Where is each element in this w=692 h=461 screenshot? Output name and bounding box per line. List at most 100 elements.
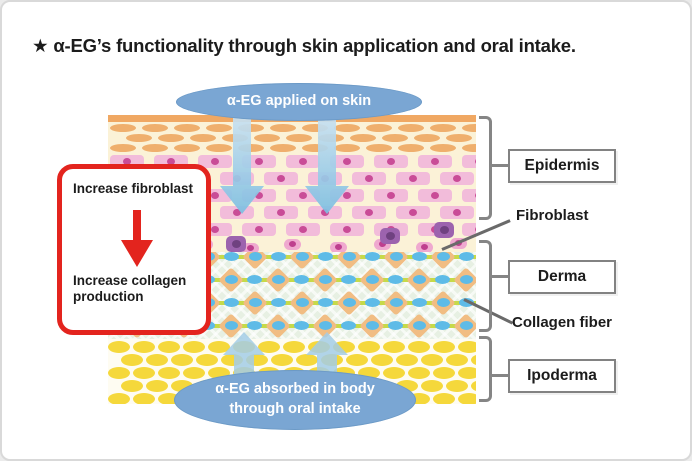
cell-nucleus	[211, 158, 219, 165]
fibroblast-nucleus	[389, 252, 403, 262]
corneum-cell	[174, 124, 200, 132]
oral-absorption-arrow-up	[223, 332, 265, 392]
corneum-cell	[398, 124, 424, 132]
fat-cell	[471, 380, 476, 392]
fat-cell	[196, 354, 218, 366]
fat-cell	[121, 380, 143, 392]
cell-on-fiber	[388, 275, 403, 285]
corneum-cell	[158, 134, 184, 142]
corneum-cell	[462, 144, 476, 152]
skin-application-arrow-down	[220, 114, 264, 214]
cell-nucleus	[475, 158, 476, 165]
cell-nucleus	[475, 226, 476, 233]
corneum-cell	[302, 124, 328, 132]
ipoderma-bracket-connector	[491, 374, 509, 377]
fat-cell	[146, 380, 168, 392]
cell-nucleus	[299, 192, 307, 199]
process-step-increase-fibroblast: Increase fibroblast	[73, 181, 194, 196]
corneum-cell	[174, 144, 200, 152]
corneum-cell	[126, 134, 152, 142]
cell-nucleus	[123, 158, 131, 165]
fibroblast-nucleus	[459, 275, 473, 285]
corneum-cell	[110, 124, 136, 132]
fat-cell	[396, 354, 418, 366]
fat-cell	[208, 341, 230, 353]
cell-nucleus	[387, 192, 395, 199]
collagen-fiber-label: Collagen fiber	[512, 314, 613, 331]
cell-on-fiber	[271, 252, 286, 262]
derma-bracket-connector	[491, 275, 509, 278]
corneum-cell	[398, 144, 424, 152]
cell-nucleus	[475, 192, 476, 199]
fibroblast-nucleus	[295, 298, 309, 308]
fat-cell	[433, 341, 455, 353]
fibroblast-nucleus	[295, 252, 309, 262]
corneum-cell	[366, 144, 392, 152]
corneum-cell	[334, 124, 360, 132]
fibroblast-nucleus	[318, 275, 332, 285]
star-icon: ★	[32, 35, 49, 56]
process-step-increase-collagen: Increase collagen production	[73, 273, 187, 305]
epidermis-cell	[462, 155, 476, 168]
cell-nucleus	[299, 226, 307, 233]
cell-nucleus	[431, 192, 439, 199]
fibroblast-nucleus	[412, 321, 426, 331]
cell-nucleus	[385, 232, 395, 240]
corneum-cell	[254, 134, 280, 142]
corneum-cell	[430, 124, 456, 132]
cell-nucleus	[289, 241, 296, 247]
fat-cell	[346, 354, 368, 366]
derma-label-box: Derma	[508, 260, 616, 294]
fat-cell	[433, 367, 455, 379]
epidermis-cell	[462, 223, 476, 236]
epidermis-label-box: Epidermis	[508, 149, 616, 183]
cell-on-fiber	[365, 298, 380, 308]
cell-nucleus	[211, 226, 219, 233]
fat-cell	[108, 367, 130, 379]
fibroblast-nucleus	[248, 298, 262, 308]
cell-nucleus	[439, 226, 449, 234]
cell-nucleus	[321, 209, 329, 216]
fat-cell	[283, 341, 305, 353]
cell-on-fiber	[271, 298, 286, 308]
fat-cell	[158, 341, 180, 353]
corneum-cell	[414, 134, 440, 142]
skin-application-arrow-down	[305, 114, 349, 214]
collagen-fiber-line	[108, 324, 476, 328]
fibroblast-nucleus	[224, 275, 238, 285]
epidermis-cell	[462, 189, 476, 202]
cell-nucleus	[231, 240, 241, 248]
cell-nucleus	[453, 175, 461, 182]
process-arrow-down	[121, 210, 153, 267]
corneum-cell	[302, 144, 328, 152]
corneum-cell	[462, 124, 476, 132]
cell-nucleus	[365, 209, 373, 216]
fibroblast-nucleus	[271, 321, 285, 331]
cell-nucleus	[255, 226, 263, 233]
fibroblast-nucleus	[365, 321, 379, 331]
fat-cell	[446, 380, 468, 392]
fibroblast-nucleus	[365, 275, 379, 285]
fat-cell	[271, 354, 293, 366]
process-box: Increase fibroblast Increase collagen pr…	[57, 164, 211, 335]
epidermis-bracket	[479, 116, 492, 220]
fat-cell	[458, 367, 476, 379]
cell-nucleus	[421, 244, 428, 250]
fat-cell	[183, 367, 205, 379]
corneum-cell	[270, 144, 296, 152]
corneum-cell	[110, 144, 136, 152]
corneum-cell	[190, 134, 216, 142]
corneum-cell	[142, 124, 168, 132]
oral-intake-bubble-label: α-EG absorbed in body through oral intak…	[215, 381, 375, 417]
skin-application-bubble: α-EG applied on skin	[176, 83, 422, 121]
fat-cell	[433, 393, 455, 404]
cell-on-fiber	[318, 252, 333, 262]
cell-nucleus	[343, 158, 351, 165]
figure-title: ★ α-EG’s functionality through skin appl…	[32, 35, 576, 57]
cell-nucleus	[167, 158, 175, 165]
corneum-cell	[286, 134, 312, 142]
cell-on-fiber	[435, 321, 450, 331]
cell-on-fiber	[341, 321, 356, 331]
cell-nucleus	[343, 226, 351, 233]
corneum-cell	[206, 144, 232, 152]
